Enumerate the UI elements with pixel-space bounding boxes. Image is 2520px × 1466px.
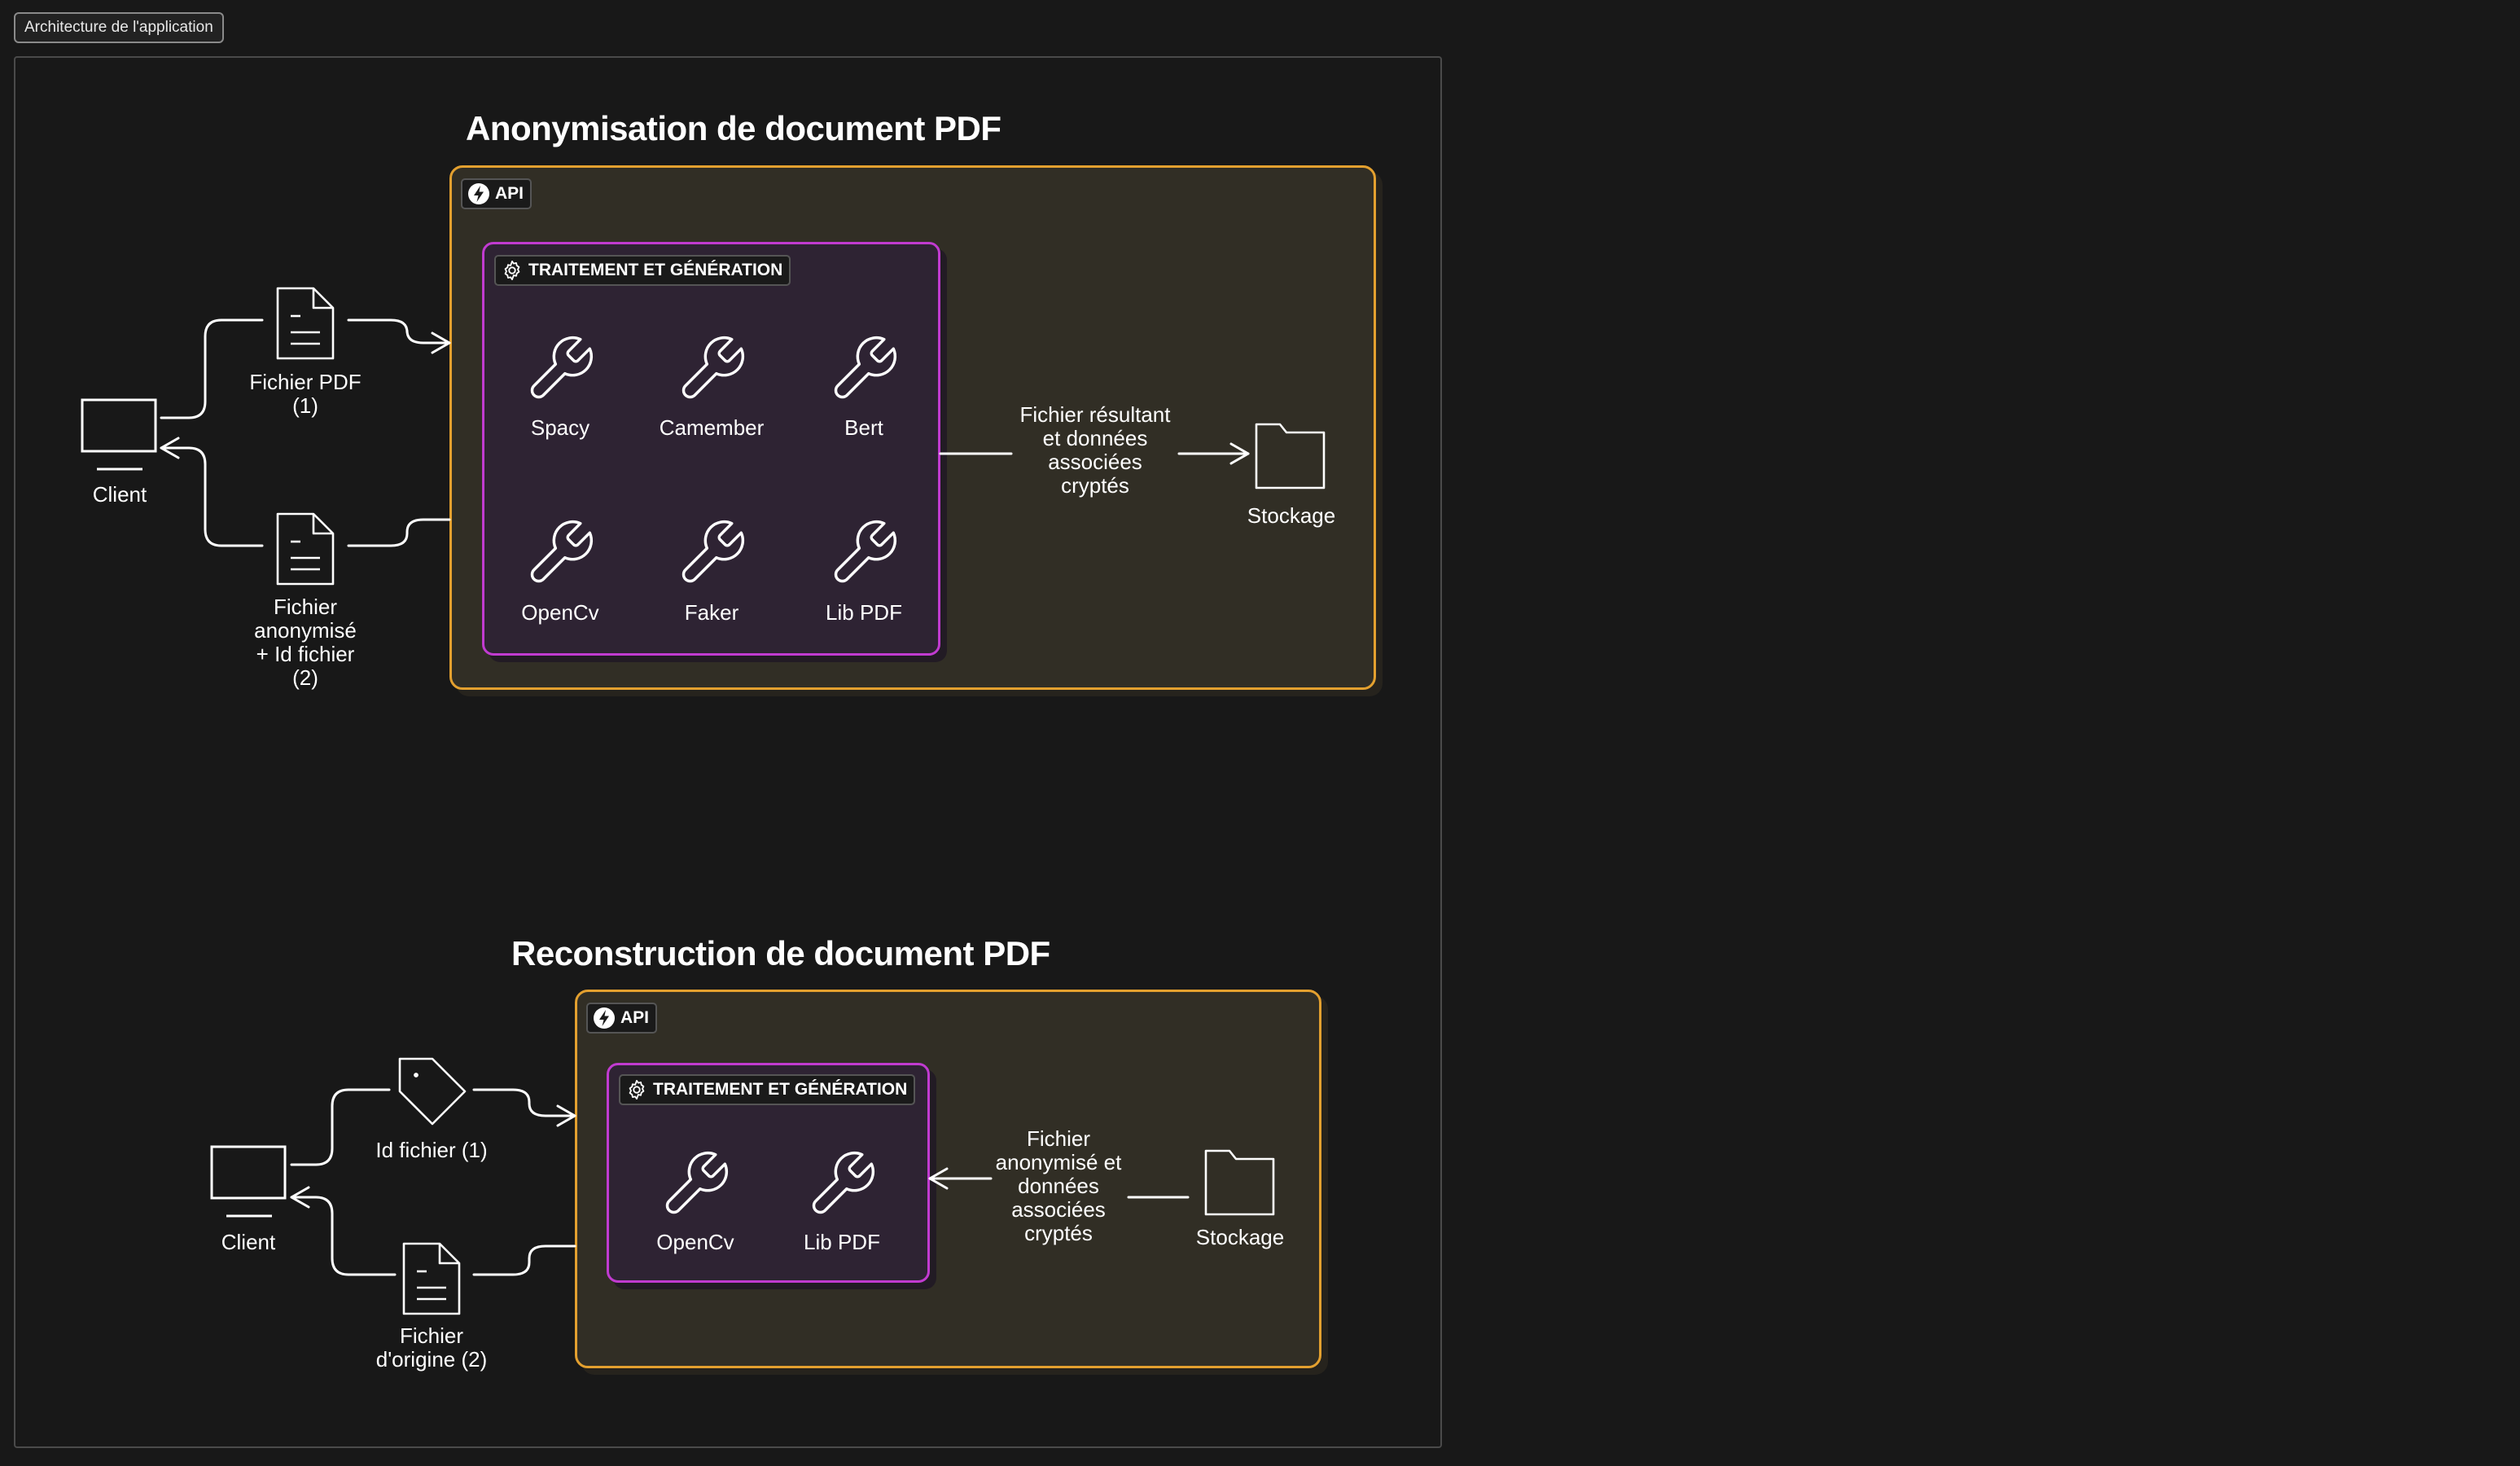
input-id-label-reconstruction: Id fichier (1) [375,1138,488,1162]
wrench-icon [834,336,897,399]
tool-label-camember: Camember [659,415,765,440]
processing-container-anonymisation[interactable] [482,242,940,656]
wrench-icon [665,1151,729,1214]
api-tag-anonymisation: API [461,178,532,209]
api-tag-reconstruction: API [586,1003,658,1034]
monitor-icon[interactable] [207,1142,292,1219]
processing-tag-reconstruction: TRAITEMENT ET GÉNÉRATION [619,1074,916,1105]
folder-icon[interactable] [1252,418,1330,491]
input-file-label-anonymisation: Fichier PDF (1) [249,370,362,418]
processing-tag-label: TRAITEMENT ET GÉNÉRATION [653,1080,908,1099]
flow-label-anonymisation: Fichier résultant et données associées c… [1019,402,1171,498]
storage-label-anonymisation: Stockage [1247,503,1336,528]
client-label-anonymisation: Client [92,482,147,507]
tag-icon[interactable] [393,1052,471,1130]
wrench-icon [681,520,745,583]
section-title-anonymisation: Anonymisation de document PDF [466,109,1001,147]
client-label-reconstruction: Client [221,1230,276,1254]
wrench-icon [812,1151,875,1214]
wrench-icon [530,336,594,399]
tool-label-bert: Bert [844,415,883,440]
document-icon[interactable] [399,1240,464,1318]
processing-tag-label: TRAITEMENT ET GÉNÉRATION [528,261,783,279]
diagram-frame [14,56,1442,1448]
tool-label-opencv: OpenCv [521,600,599,625]
monitor-icon[interactable] [77,395,163,472]
processing-tag-anonymisation: TRAITEMENT ET GÉNÉRATION [494,255,791,286]
lightning-icon [594,1007,615,1029]
tool-label-libpdf: Lib PDF [826,600,902,625]
output-file-label-anonymisation: Fichier anonymisé + Id fichier (2) [254,595,357,690]
section-title-reconstruction: Reconstruction de document PDF [511,934,1050,972]
tool-label-spacy: Spacy [530,415,590,440]
folder-icon[interactable] [1202,1144,1279,1218]
lightning-icon [468,183,489,204]
wrench-icon [681,336,745,399]
document-icon[interactable] [273,285,338,362]
api-tag-label: API [495,184,524,203]
tool-label-faker: Faker [684,600,739,625]
wrench-icon [834,520,897,583]
tool-label-libpdf: Lib PDF [804,1230,880,1254]
gear-icon [504,260,520,281]
output-file-label-reconstruction: Fichier d'origine (2) [375,1323,488,1372]
frame-title[interactable]: Architecture de l'application [14,12,224,43]
gear-icon [629,1079,645,1100]
tool-label-opencv: OpenCv [656,1230,734,1254]
storage-label-reconstruction: Stockage [1195,1225,1285,1249]
api-tag-label: API [620,1008,650,1027]
wrench-icon [530,520,594,583]
flow-label-reconstruction: Fichier anonymisé et données associées c… [995,1126,1122,1245]
document-icon[interactable] [273,511,338,588]
